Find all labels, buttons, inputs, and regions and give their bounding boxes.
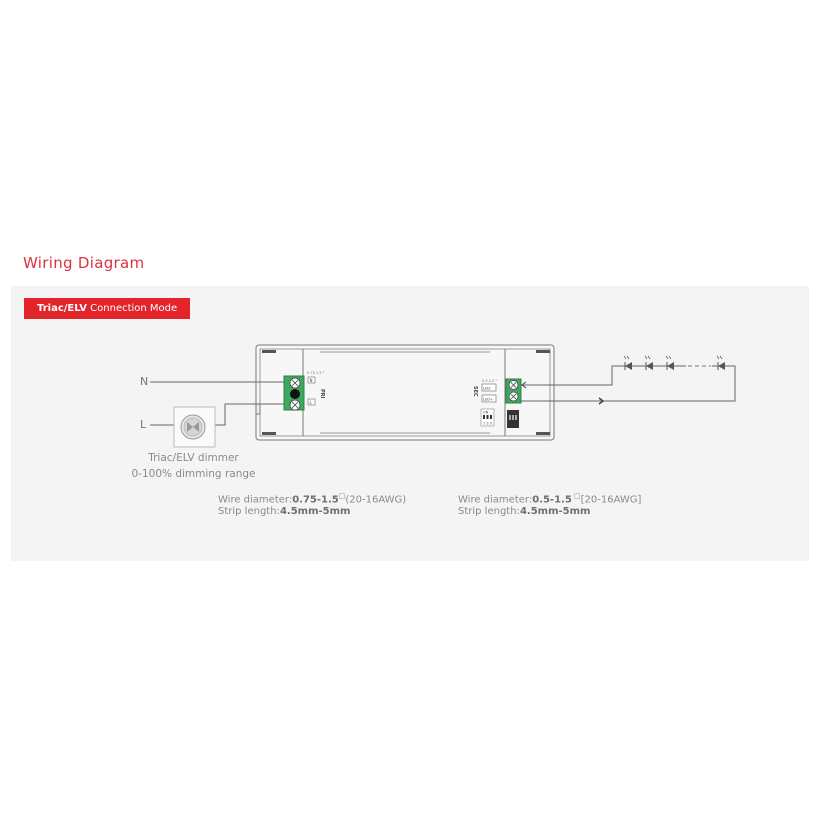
sec-wire-note: 0.5-1.5 ² bbox=[482, 379, 498, 383]
secondary-wire-diameter: Wire diameter:0.5-1.5 □[20-16AWG] bbox=[458, 492, 642, 506]
secondary-terminal-block bbox=[480, 378, 522, 428]
mode-name: Triac/ELV bbox=[37, 303, 87, 314]
connection-mode-badge: Triac/ELV Connection Mode bbox=[24, 298, 190, 319]
dimmer-caption-line1: Triac/ELV dimmer bbox=[148, 452, 239, 464]
led-icon bbox=[644, 355, 653, 370]
pri-n-label: N bbox=[310, 378, 313, 383]
mode-suffix: Connection Mode bbox=[86, 303, 178, 314]
primary-strip-length: Strip length:4.5mm-5mm bbox=[218, 506, 351, 517]
input-wires bbox=[150, 381, 284, 426]
sec-label: SEC bbox=[472, 386, 478, 397]
pri-l-label: L bbox=[310, 400, 313, 405]
primary-terminal-block bbox=[283, 375, 316, 411]
pri-wire-note: 0.75-1.5 ² bbox=[307, 371, 325, 375]
led-driver bbox=[255, 344, 555, 441]
led-string-icons bbox=[623, 355, 725, 370]
primary-wire-diameter: Wire diameter:0.75-1.5□(20-16AWG) bbox=[218, 492, 407, 506]
page-title: Wiring Diagram bbox=[23, 254, 145, 272]
sec-led-plus-label: LED+ bbox=[483, 398, 493, 402]
dip-numbers: 1 2 3 bbox=[483, 422, 492, 426]
neutral-label: N bbox=[140, 375, 149, 388]
dip-on-label: ON bbox=[483, 411, 489, 415]
dimmer-caption-line2: 0-100% dimming range bbox=[131, 468, 256, 480]
sec-led-minus-label: LED- bbox=[483, 387, 492, 391]
led-icon bbox=[716, 355, 725, 370]
secondary-strip-length: Strip length:4.5mm-5mm bbox=[458, 506, 591, 517]
led-icon bbox=[665, 355, 674, 370]
dimmer-icon bbox=[173, 406, 216, 448]
led-icon bbox=[623, 355, 632, 370]
pri-label: PRI bbox=[319, 389, 325, 399]
live-label: L bbox=[140, 418, 147, 431]
